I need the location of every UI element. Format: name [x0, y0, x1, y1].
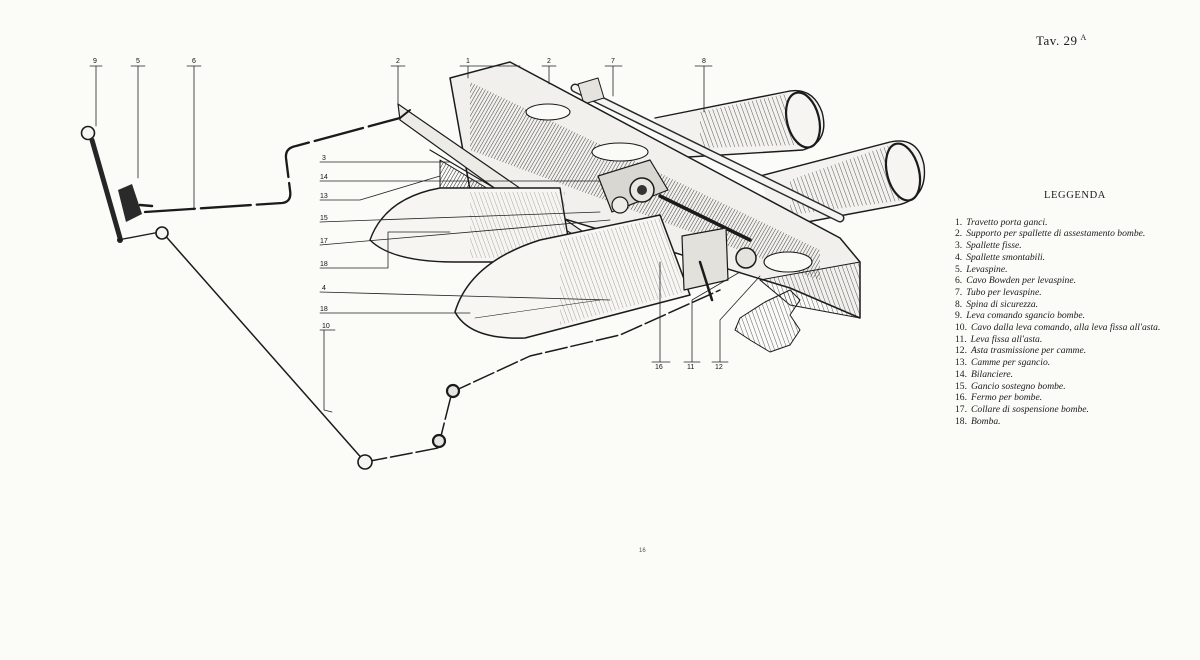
callout-15: 15: [320, 215, 328, 222]
legend-item-number: 12.: [955, 345, 967, 357]
legend-item-text: Asta trasmissione per camme.: [971, 345, 1087, 357]
legend-item: 13. Camme per sgancio.: [955, 357, 1195, 369]
legend-item-text: Fermo per bombe.: [971, 392, 1043, 404]
torn-panel: [734, 289, 801, 353]
legend-item: 1.Travetto porta ganci.: [955, 217, 1195, 229]
legend-item-text: Leva comando sgancio bombe.: [966, 310, 1086, 322]
legend-item-number: 6.: [955, 275, 963, 287]
legend-item-text: Cavo dalla leva comando, alla leva fissa…: [971, 322, 1161, 334]
legend-item-number: 9.: [955, 310, 963, 322]
legend-item: 6.Cavo Bowden per levaspine.: [955, 275, 1195, 287]
callout-9: 9: [93, 58, 97, 65]
legend-item: 7.Tubo per levaspine.: [955, 287, 1195, 299]
legend-item: 11.Leva fissa all'asta.: [955, 334, 1195, 346]
legend-item-text: Travetto porta ganci.: [966, 216, 1048, 228]
legend-item-text: Camme per sgancio.: [971, 357, 1051, 369]
bomb-right: [454, 214, 691, 339]
release-cable: [117, 226, 721, 470]
plate-title-text: Tav. 29: [1036, 33, 1078, 48]
callout-18-top: 18: [320, 261, 328, 268]
levaspine-tube: [570, 77, 845, 223]
legend-item-text: Leva fissa all'asta.: [970, 333, 1043, 345]
callout-1: 1: [466, 58, 470, 65]
legend-item: 16. Fermo per bombe.: [955, 392, 1195, 404]
legend-item-text: Bilanciere.: [971, 368, 1014, 380]
legend-item-text: Levaspine.: [966, 263, 1008, 275]
legend-item-number: 17.: [955, 403, 967, 415]
callout-8: 8: [702, 58, 706, 65]
bottom-mark: 16: [639, 548, 646, 554]
plate-title-suffix: A: [1080, 33, 1087, 42]
control-lever: [80, 125, 154, 243]
callout-13: 13: [320, 193, 328, 200]
legend-item-text: Collare di sospensione bombe.: [971, 403, 1089, 415]
callout-5: 5: [136, 58, 140, 65]
legend-item: 4.Spallette smontabili.: [955, 252, 1195, 264]
legend-item: 10. Cavo dalla leva comando, alla leva fi…: [955, 322, 1195, 334]
callouts: 9 5 6 2 1 2 7 8 3 14 13 15 17 18 4 18 10…: [93, 58, 723, 554]
legend-item-text: Gancio sostegno bombe.: [971, 380, 1066, 392]
legend-item: 15. Gancio sostegno bombe.: [955, 381, 1195, 393]
legend-item-number: 16.: [955, 392, 967, 404]
callout-12: 12: [715, 364, 723, 371]
legend-item-number: 13.: [955, 357, 967, 369]
legend-item-number: 4.: [955, 251, 963, 263]
leader-lines: [89, 65, 761, 413]
callout-7: 7: [611, 58, 615, 65]
legend-item: 17. Collare di sospensione bombe.: [955, 404, 1195, 416]
callout-16: 16: [655, 364, 663, 371]
legend-item-number: 7.: [955, 286, 963, 298]
legend-item: 3.Spallette fisse.: [955, 240, 1195, 252]
cam-mechanism: [597, 159, 757, 302]
legend-item: 12. Asta trasmissione per camme.: [955, 345, 1195, 357]
callout-6: 6: [192, 58, 196, 65]
callout-17: 17: [320, 238, 328, 245]
callout-4: 4: [322, 285, 326, 292]
callout-2-right: 2: [547, 58, 551, 65]
legend-item-number: 18.: [955, 415, 967, 427]
legend-item-number: 1.: [955, 216, 963, 228]
legend-item: 14. Bilanciere.: [955, 369, 1195, 381]
callout-10: 10: [322, 323, 330, 330]
legend-item-text: Tubo per levaspine.: [966, 286, 1042, 298]
bomb-release-diagram: 9 5 6 2 1 2 7 8 3 14 13 15 17 18 4 18 10…: [80, 58, 926, 554]
legend-item: 18. Bomba.: [955, 416, 1195, 428]
callout-2-left: 2: [396, 58, 400, 65]
legend-item-text: Bomba.: [971, 415, 1001, 427]
legend-item-text: Spina di sicurezza.: [966, 298, 1039, 310]
legend: LEGGENDA 1.Travetto porta ganci.2.Suppor…: [955, 190, 1195, 427]
bowden-cable: [143, 116, 402, 214]
legend-item-number: 3.: [955, 240, 963, 252]
callout-14: 14: [320, 174, 328, 181]
legend-item-text: Spallette fisse.: [966, 240, 1022, 252]
legend-item-number: 2.: [955, 228, 963, 240]
callout-18-bottom: 18: [320, 306, 328, 313]
legend-item-number: 5.: [955, 263, 963, 275]
legend-item: 8.Spina di sicurezza.: [955, 299, 1195, 311]
legend-item: 5.Levaspine.: [955, 264, 1195, 276]
legend-item: 9.Leva comando sgancio bombe.: [955, 310, 1195, 322]
legend-item: 2.Supporto per spallette di assestamento…: [955, 228, 1195, 240]
legend-item-number: 8.: [955, 298, 963, 310]
rear-bomb-tubes: [654, 89, 926, 229]
callout-3: 3: [322, 155, 326, 162]
legend-item-number: 10.: [955, 322, 967, 334]
legend-item-number: 14.: [955, 368, 967, 380]
callout-11: 11: [687, 364, 694, 371]
legend-item-number: 15.: [955, 380, 967, 392]
legend-heading: LEGGENDA: [1044, 190, 1106, 201]
legend-item-text: Spallette smontabili.: [966, 251, 1046, 263]
legend-item-text: Cavo Bowden per levaspine.: [966, 275, 1076, 287]
legend-list: 1.Travetto porta ganci.2.Supporto per sp…: [955, 217, 1195, 428]
legend-item-number: 11.: [955, 333, 967, 345]
legend-item-text: Supporto per spallette di assestamento b…: [966, 228, 1146, 240]
